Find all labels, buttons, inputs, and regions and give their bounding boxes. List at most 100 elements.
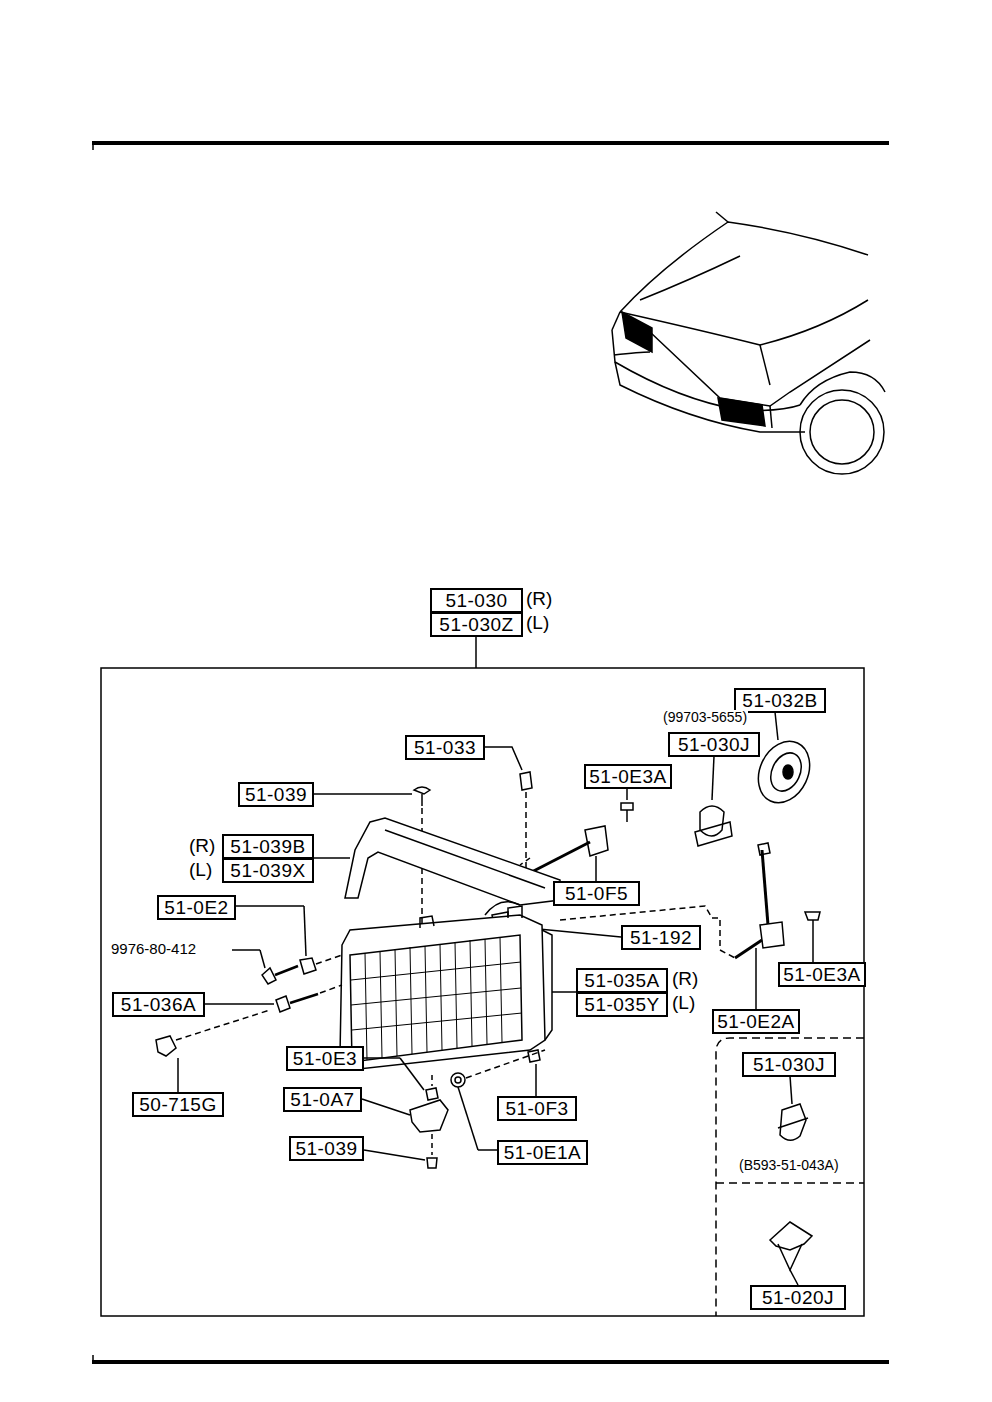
illustration-line	[260, 950, 265, 968]
illustration-line	[535, 1064, 537, 1096]
illustration-line	[620, 222, 868, 312]
illustration-line	[812, 935, 814, 962]
illustration-line	[626, 810, 628, 822]
illustration-line	[425, 946, 427, 1052]
illustration-line	[177, 1058, 179, 1092]
illustration-line	[314, 793, 412, 795]
illustration-line	[351, 937, 522, 1060]
illustration-line	[812, 920, 814, 935]
illustration-line	[735, 940, 762, 958]
illustration-line	[421, 794, 423, 806]
part-number: 51-0E3A	[589, 766, 666, 787]
part-number-box: 51-033	[405, 735, 485, 760]
illustration-line	[431, 1075, 433, 1086]
illustration-line	[365, 953, 367, 1060]
illustration-line	[232, 949, 260, 951]
part-number-box: 51-0E2A	[712, 1009, 800, 1034]
illustration-line	[612, 312, 620, 330]
illustration-line	[716, 1038, 864, 1316]
illustration-line	[345, 818, 560, 905]
illustration-line	[236, 905, 304, 907]
part-number-box: 51-036A	[112, 992, 205, 1017]
callout-label: (R)	[525, 589, 553, 610]
part-number-box: 51-0E2	[157, 895, 236, 920]
illustration-line	[810, 400, 874, 464]
illustration-line	[622, 312, 652, 352]
part-number: 51-032B	[742, 690, 817, 711]
callout-label: (B593-51-043A)	[738, 1158, 840, 1173]
part-number-box: 51-039	[289, 1136, 364, 1161]
illustration-line	[780, 1104, 806, 1140]
illustration-line	[92, 141, 889, 1364]
illustration-line	[304, 906, 306, 956]
illustration-line	[650, 332, 870, 406]
part-number: 51-030	[445, 590, 507, 611]
illustration-line	[314, 857, 350, 859]
callout-label: (L)	[671, 993, 696, 1014]
callout-label: (R)	[671, 969, 699, 990]
illustration-line	[560, 906, 712, 920]
illustration-line	[410, 947, 412, 1054]
part-number-box: 51-039X	[222, 858, 314, 883]
illustration-line	[695, 822, 732, 846]
illustration-line	[458, 1087, 478, 1150]
illustration-line	[755, 948, 757, 1009]
part-number: 51-035A	[584, 970, 659, 991]
part-number: 51-0E3	[293, 1048, 357, 1069]
illustration-line	[101, 668, 864, 1316]
illustration-line	[758, 843, 770, 855]
part-number-box: 51-0E3A	[778, 962, 866, 987]
illustration-line	[395, 949, 397, 1056]
illustration-line	[92, 1355, 94, 1362]
illustration-line	[427, 1158, 437, 1168]
part-number-box: 51-030J	[668, 732, 760, 757]
illustration-line	[712, 756, 714, 800]
callout-label: 9976-80-412	[110, 941, 197, 958]
part-number-box: 51-192	[621, 925, 701, 950]
illustration-line	[716, 1182, 864, 1184]
callout-label: (L)	[188, 860, 213, 881]
illustration-line	[520, 772, 532, 790]
illustration-line	[320, 985, 342, 993]
illustration-line	[385, 830, 545, 888]
illustration-line	[400, 1058, 424, 1090]
illustration-line	[351, 988, 521, 1005]
part-number: 51-039	[245, 784, 307, 805]
part-number-box: 51-030Z	[430, 612, 523, 637]
illustration-line	[614, 352, 650, 355]
part-number: 51-033	[414, 737, 476, 758]
part-number: 51-192	[630, 927, 692, 948]
illustration-line	[790, 1270, 798, 1285]
illustration-line	[410, 1100, 448, 1132]
part-number: 51-030J	[753, 1054, 825, 1075]
illustration-line	[380, 951, 382, 1058]
part-number-box: 51-039	[238, 782, 314, 807]
illustration-line	[421, 808, 423, 940]
part-number-box: 51-020J	[750, 1285, 846, 1310]
illustration-line	[712, 918, 735, 958]
illustration-line	[290, 994, 318, 1003]
part-number: 51-0F5	[565, 883, 628, 904]
illustration-line	[508, 906, 522, 918]
part-number: 51-039	[295, 1138, 357, 1159]
part-number-box: 51-030J	[742, 1052, 836, 1077]
illustration-line	[770, 1222, 812, 1250]
illustration-line	[92, 141, 889, 145]
illustration-line	[770, 406, 772, 428]
part-number: 51-0A7	[290, 1089, 354, 1110]
illustration-line	[760, 922, 784, 948]
part-number-box: 51-035Y	[576, 992, 668, 1017]
illustration-line	[352, 1013, 522, 1030]
part-number: 51-039B	[230, 836, 305, 857]
illustration-line	[585, 826, 608, 856]
illustration-line	[414, 787, 430, 794]
illustration-line	[426, 1088, 438, 1100]
illustration-line	[790, 1076, 792, 1104]
illustration-line	[420, 916, 434, 928]
illustration-line	[542, 930, 552, 1040]
illustration-line	[762, 850, 768, 925]
part-number-box: 51-0E3A	[584, 764, 672, 789]
illustration-line	[765, 748, 807, 796]
illustration-line	[351, 962, 521, 980]
